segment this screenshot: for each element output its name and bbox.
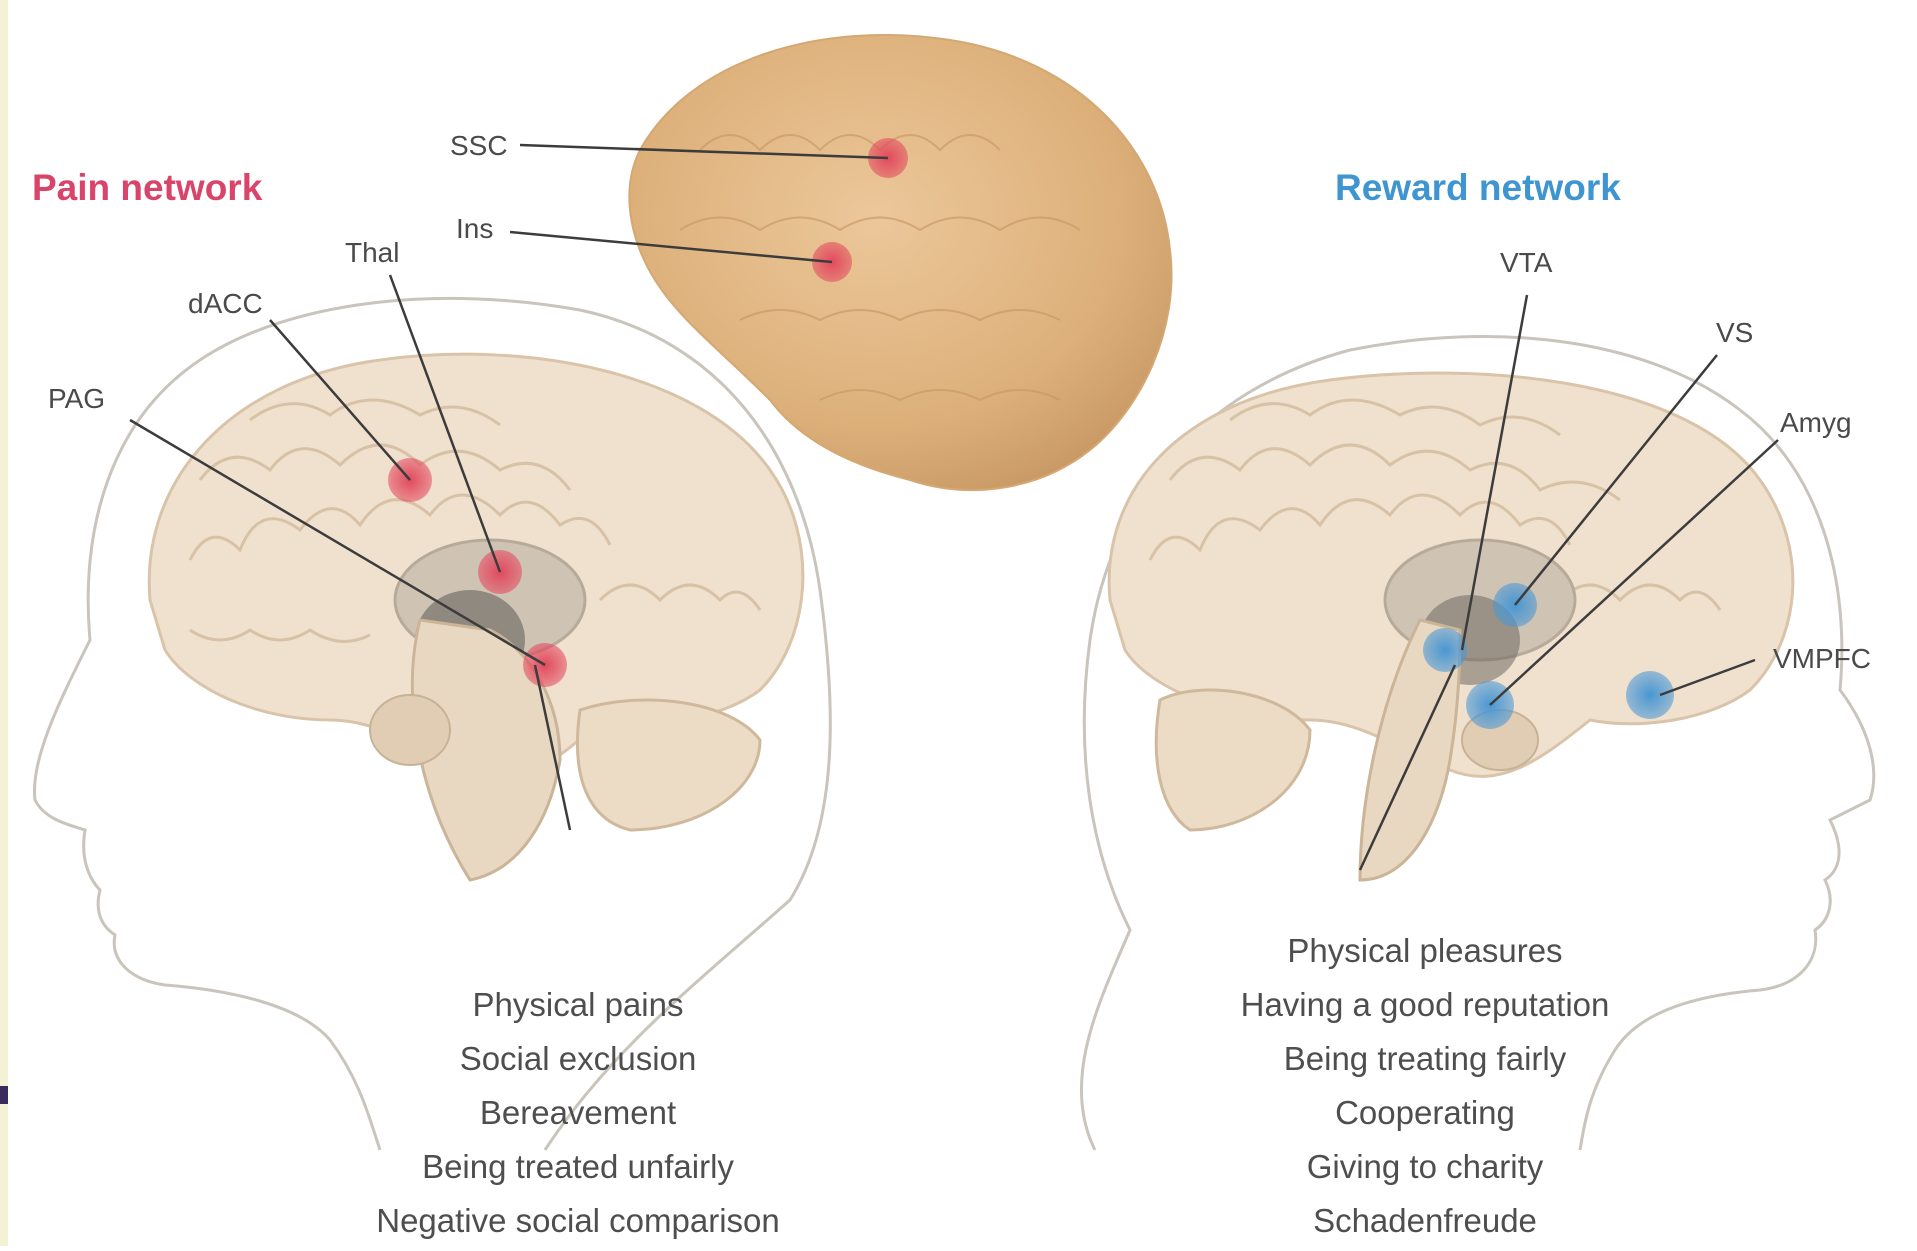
ins-label: Ins	[456, 213, 493, 244]
pain-condition: Being treated unfairly	[422, 1148, 734, 1185]
reward-medial-brain	[1109, 373, 1793, 880]
pag-label: PAG	[48, 383, 105, 414]
vmpfc-marker	[1626, 671, 1674, 719]
pain-network-title: Pain network	[32, 167, 263, 208]
left-edge-strip	[0, 0, 8, 1246]
vmpfc-label: VMPFC	[1773, 643, 1871, 674]
dacc-label: dACC	[188, 288, 263, 319]
pain-medial-brain	[149, 354, 803, 880]
reward-condition: Cooperating	[1335, 1094, 1515, 1131]
reward-network-title: Reward network	[1335, 167, 1621, 208]
reward-condition: Giving to charity	[1307, 1148, 1544, 1185]
reward-condition: Having a good reputation	[1241, 986, 1610, 1023]
ssc-label: SSC	[450, 130, 508, 161]
left-edge-marker	[0, 1086, 8, 1104]
reward-condition: Being treating fairly	[1284, 1040, 1567, 1077]
pain-conditions-list: Physical pains Social exclusion Bereavem…	[376, 986, 780, 1239]
amyg-label: Amyg	[1780, 407, 1852, 438]
vs-label: VS	[1716, 317, 1753, 348]
reward-condition: Physical pleasures	[1287, 932, 1562, 969]
thal-label: Thal	[345, 237, 399, 268]
pain-condition: Physical pains	[473, 986, 684, 1023]
vta-marker	[1423, 628, 1467, 672]
pain-condition: Negative social comparison	[376, 1202, 780, 1239]
pain-condition: Bereavement	[480, 1094, 676, 1131]
reward-condition: Schadenfreude	[1313, 1202, 1537, 1239]
pain-condition: Social exclusion	[460, 1040, 697, 1077]
vta-label: VTA	[1500, 247, 1553, 278]
reward-conditions-list: Physical pleasures Having a good reputat…	[1241, 932, 1610, 1239]
